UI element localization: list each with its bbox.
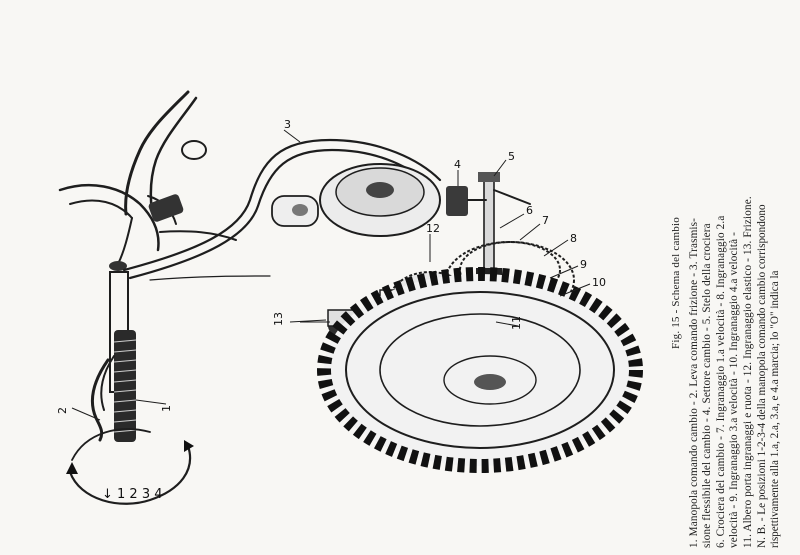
part-labels: 1 2 3 4 5 6 7 8 9 10 11 12 13	[56, 118, 606, 414]
label-13: 13	[272, 312, 285, 326]
caption-line: velocità - 9. Ingranaggio 3.a velocità -…	[728, 231, 741, 548]
wheel-tyre	[317, 267, 643, 473]
gear-position-dial: ↓ 1 2 3 4	[66, 428, 194, 505]
label-3: 3	[284, 118, 291, 131]
label-2: 2	[56, 407, 69, 414]
flexible-cable	[122, 138, 442, 281]
caption-line: sione flessibile del cambio - 4. Settore…	[701, 223, 714, 548]
gearbox-diagram: ↓ 1 2 3 4	[56, 90, 643, 505]
caption-line: 1. Manopola comando cambio - 2. Leva com…	[687, 217, 700, 548]
label-5: 5	[508, 150, 515, 163]
figure-caption: Fig. 15 - Schema del cambio 1. Manopola …	[670, 18, 783, 548]
note-line: N. B. - Le posizioni 1-2-3-4 della manop…	[755, 204, 768, 548]
figure-title: Fig. 15 - Schema del cambio	[670, 217, 682, 349]
label-12: 12	[426, 222, 440, 235]
label-8: 8	[570, 232, 577, 245]
label-4: 4	[454, 158, 461, 171]
label-10: 10	[592, 276, 606, 289]
leader-lines	[71, 129, 591, 421]
note-line: rispettivamente alla 1.a, 2.a, 3.a, e 4.…	[769, 270, 782, 548]
handlebar-assembly	[58, 90, 237, 265]
dial-marks: ↓ 1 2 3 4	[102, 487, 163, 502]
engine-cover	[271, 163, 441, 237]
shift-grip	[90, 261, 137, 442]
caption-line: 6. Crociera del cambio - 7. Ingranaggio …	[714, 215, 727, 548]
label-1: 1	[160, 405, 173, 412]
caption-line: 11. Albero porta ingranaggi e ruota - 12…	[741, 196, 754, 548]
label-9: 9	[580, 258, 587, 271]
label-7: 7	[542, 214, 549, 227]
label-6: 6	[526, 204, 533, 217]
label-11: 11	[510, 316, 523, 330]
